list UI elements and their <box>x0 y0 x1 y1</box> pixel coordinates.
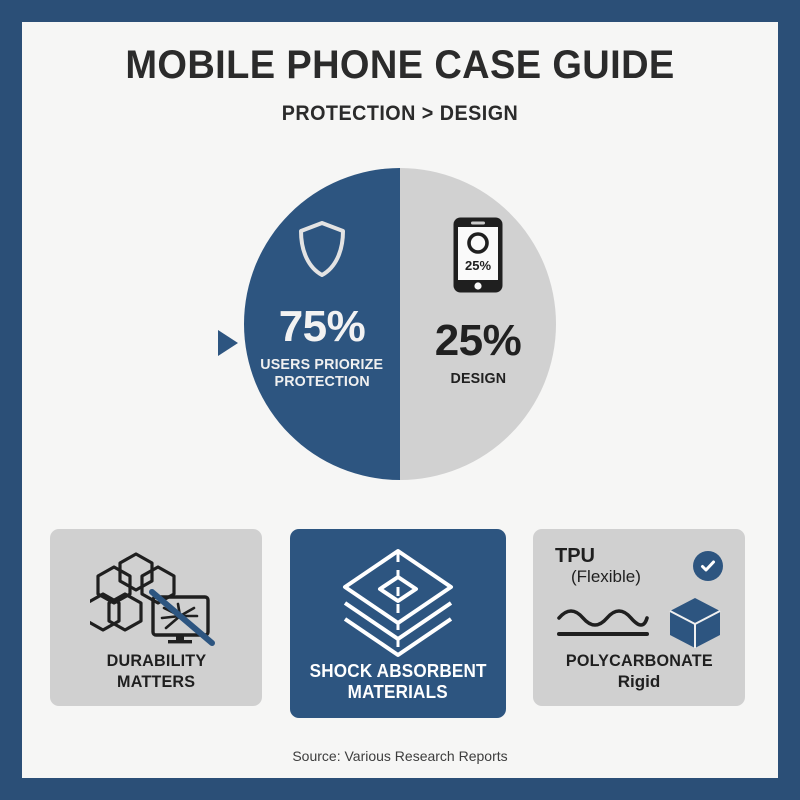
design-percent: 25% <box>434 316 522 365</box>
durability-title-line1: DURABILITY <box>106 651 206 671</box>
tpu-text-group: TPU (Flexible) <box>555 546 641 586</box>
polycarbonate-title-line2: Rigid <box>617 671 661 691</box>
material-icons-row <box>555 596 723 650</box>
pie-slice-design: 25% 25% DESIGN <box>400 168 556 480</box>
design-label: DESIGN <box>450 370 506 387</box>
durability-icons <box>60 545 252 651</box>
shock-absorbent-icon-wrap <box>300 545 496 661</box>
tpu-sublabel: (Flexible) <box>571 567 641 587</box>
infographic-canvas: MOBILE PHONE CASE GUIDE PROTECTION > DES… <box>22 22 778 778</box>
shock-title-line1: SHOCK ABSORBENT <box>309 660 487 681</box>
pie-chart: 75% USERS PRIORIZE PROTECTION 25% 25% <box>244 168 556 480</box>
polycarbonate-icons: TPU (Flexible) <box>543 545 735 651</box>
polycarbonate-title-line1: POLYCARBONATE <box>565 651 713 671</box>
smartphone-screen-value: 25% <box>465 258 491 273</box>
shield-icon <box>297 220 347 283</box>
pie-slices <box>244 168 556 480</box>
card-durability[interactable]: DURABILITY MATTERS <box>50 529 262 706</box>
pie-slice-protection: 75% USERS PRIORIZE PROTECTION <box>244 168 400 480</box>
protection-percent: 75% <box>278 302 366 351</box>
protection-label-line2: PROTECTION <box>274 373 370 391</box>
shock-title-line2: MATERIALS <box>347 682 449 703</box>
wave-flexible-icon <box>557 609 649 637</box>
source-footer: Source: Various Research Reports <box>292 748 508 764</box>
card-shock-absorbent[interactable]: SHOCK ABSORBENT MATERIALS <box>290 529 506 718</box>
tpu-row: TPU (Flexible) <box>555 546 723 586</box>
card-polycarbonate[interactable]: TPU (Flexible) <box>533 529 745 706</box>
header: MOBILE PHONE CASE GUIDE PROTECTION > DES… <box>22 44 778 126</box>
cube-rigid-icon <box>669 598 721 649</box>
stacked-layers-diamond-icon <box>343 548 453 657</box>
smartphone-icon: 25% <box>452 216 504 299</box>
tpu-label: TPU <box>555 545 595 568</box>
protection-label-line1: USERS PRIORIZE <box>260 356 384 373</box>
play-triangle-icon <box>218 330 238 356</box>
honeycomb-hexagons-icon <box>90 552 176 632</box>
feature-cards: DURABILITY MATTERS SHOC <box>22 529 778 729</box>
page-subtitle: PROTECTION > DESIGN <box>281 102 519 125</box>
durability-title-line2: MATTERS <box>116 671 196 691</box>
cracked-screen-blocked-icon <box>149 589 215 647</box>
check-circle-icon <box>693 551 723 582</box>
page-title: MOBILE PHONE CASE GUIDE <box>125 43 675 87</box>
